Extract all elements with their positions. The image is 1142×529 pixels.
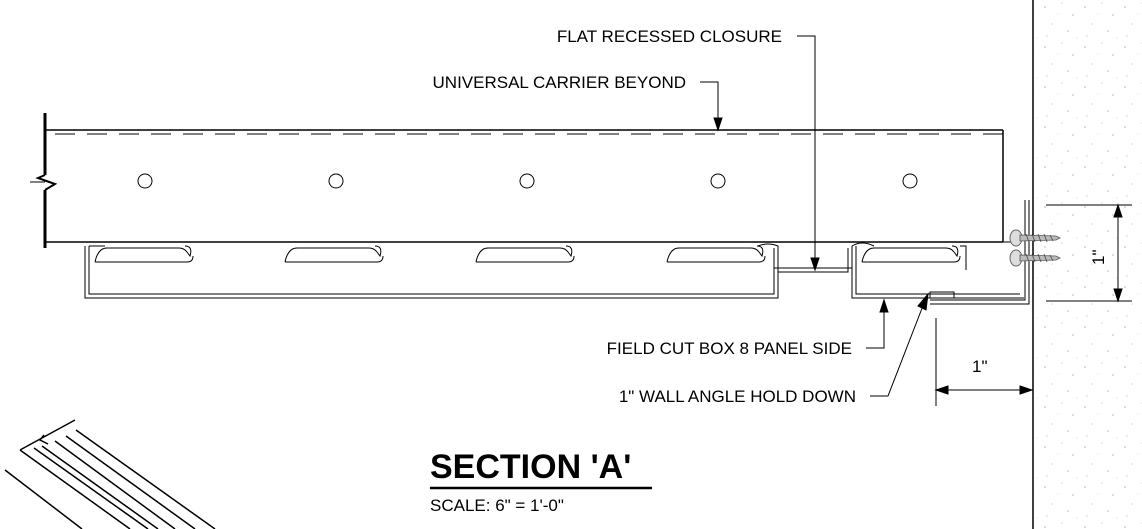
label-field-cut-box: FIELD CUT BOX 8 PANEL SIDE — [607, 339, 852, 358]
leader-flat-recessed-closure — [797, 35, 820, 272]
box-panel-left — [84, 243, 779, 299]
leader-universal-carrier — [700, 81, 723, 132]
field-cut-box — [851, 242, 1024, 299]
leader-wall-angle — [870, 292, 929, 397]
section-title: SECTION 'A' — [430, 448, 631, 486]
isometric-detail-fragment — [4, 419, 216, 529]
break-line — [30, 113, 58, 248]
concrete-wall — [1032, 0, 1142, 529]
universal-carrier — [45, 129, 1020, 243]
dimension-horizontal — [934, 318, 1034, 406]
label-wall-angle: 1" WALL ANGLE HOLD DOWN — [619, 387, 856, 406]
label-universal-carrier: UNIVERSAL CARRIER BEYOND — [433, 73, 686, 92]
wall-angle — [929, 200, 1030, 305]
dimension-vertical — [1046, 203, 1132, 303]
screw-icon — [1009, 229, 1061, 267]
section-scale: SCALE: 6" = 1'-0" — [430, 496, 564, 515]
dimension-vertical-label: 1" — [1089, 250, 1108, 266]
leader-field-cut-box — [866, 298, 889, 349]
label-flat-recessed-closure: FLAT RECESSED CLOSURE — [557, 27, 782, 46]
dimension-horizontal-label: 1" — [972, 357, 988, 376]
